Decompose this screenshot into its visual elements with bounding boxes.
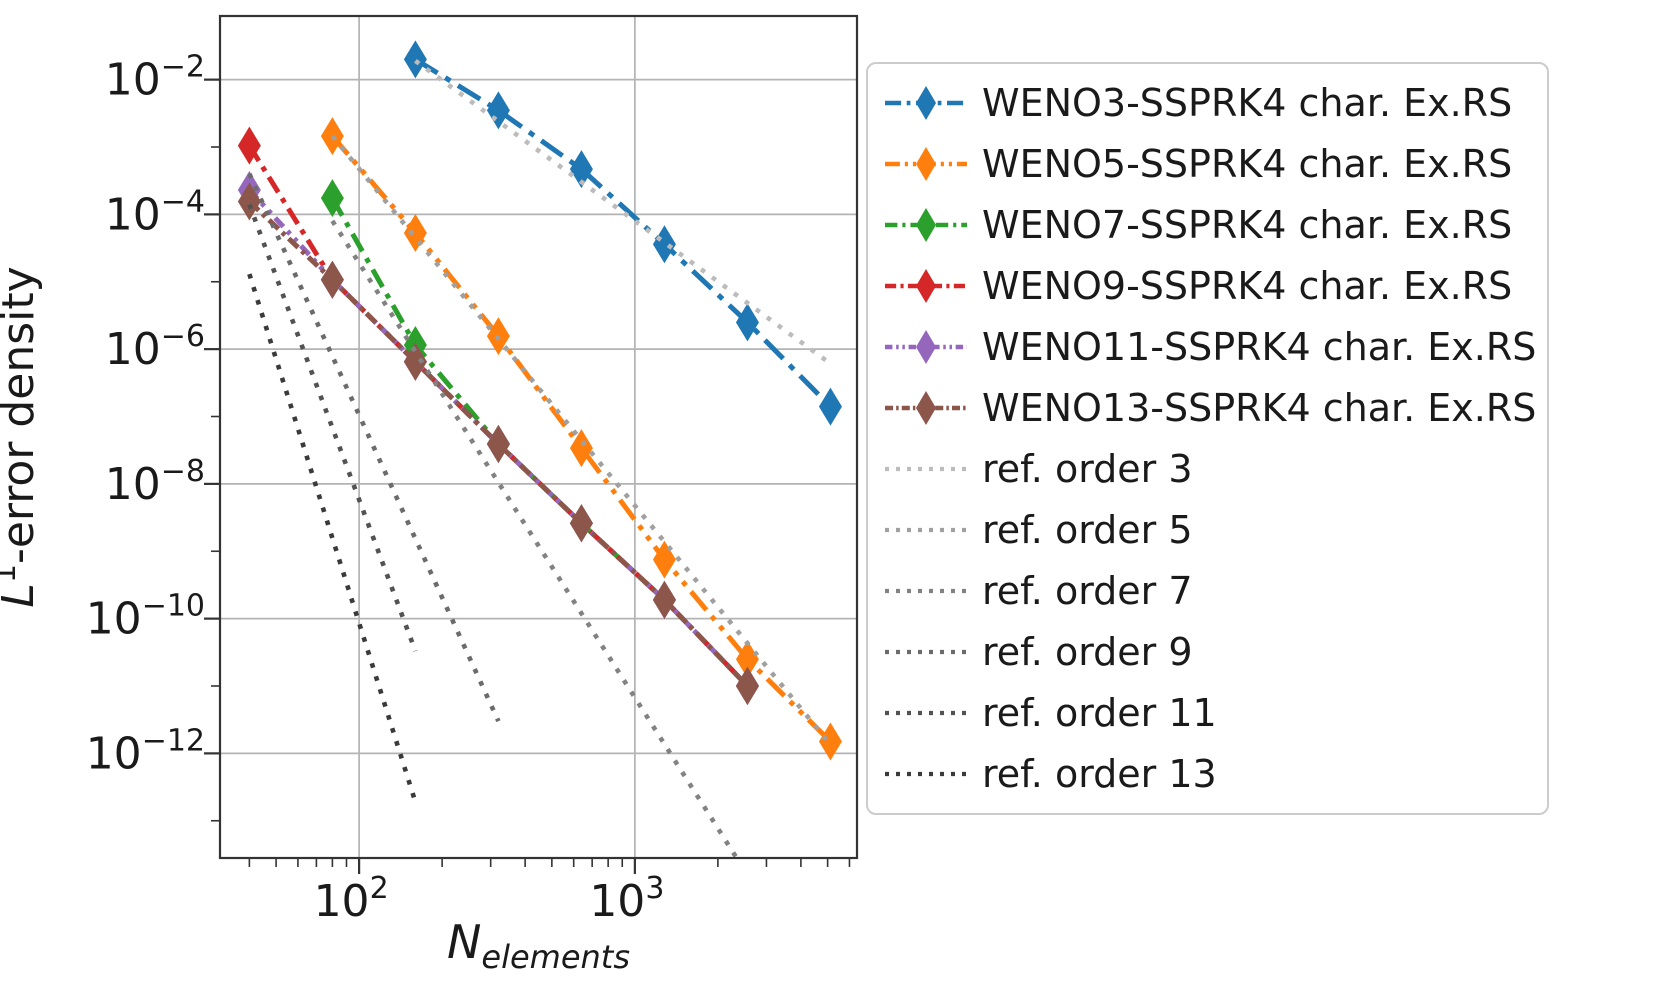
series-line-1 <box>414 57 833 409</box>
series-weno3-ssprk4-char-ex-rs <box>403 40 842 426</box>
series-sample-icon <box>885 329 967 364</box>
series-sample-icon <box>885 390 967 425</box>
x-tick-label-1e3: 103 <box>589 871 664 927</box>
legend-item-weno11-ssprk4-char-ex-rs: WENO11-SSPRK4 char. Ex.RS <box>882 317 1541 377</box>
legend: WENO3-SSPRK4 char. Ex.RS WENO5-SSPRK4 cha… <box>866 62 1549 815</box>
ref-sample-icon <box>885 711 967 716</box>
ref-line-order-11 <box>247 203 418 652</box>
legend-label: ref. order 13 <box>982 752 1217 797</box>
series-marker-6-5 <box>652 580 676 619</box>
ref-order-7 <box>330 219 739 860</box>
series-sample-icon <box>885 146 967 181</box>
legend-label: WENO3-SSPRK4 char. Ex.RS <box>982 80 1513 125</box>
series-marker-1-3 <box>652 225 676 264</box>
series-marker-2-5 <box>735 640 759 679</box>
axes-spines <box>218 14 859 860</box>
legend-item-ref-order-5: ref. order 5 <box>882 500 1541 560</box>
y-tick-label-1e-8: 10−8 <box>105 454 205 510</box>
series-marker-4-0 <box>237 126 261 165</box>
diamond-marker-icon <box>916 268 936 303</box>
series-sample-icon <box>885 207 967 242</box>
legend-label: WENO5-SSPRK4 char. Ex.RS <box>982 141 1513 186</box>
ref-line-order-7 <box>330 219 739 860</box>
y-tick-label-1e-6: 10−6 <box>105 319 205 375</box>
legend-label: ref. order 7 <box>982 569 1193 614</box>
series-sample-icon <box>885 268 967 303</box>
series-marker-6-4 <box>569 504 593 543</box>
legend-item-weno13-ssprk4-char-ex-rs: WENO13-SSPRK4 char. Ex.RS <box>882 378 1541 438</box>
series-marker-2-6 <box>818 722 842 761</box>
ref-sample-icon <box>885 527 967 533</box>
y-tick-label-1e-2: 10−2 <box>105 50 205 106</box>
ref-order-5 <box>330 134 833 747</box>
series-marker-6-3 <box>486 425 510 464</box>
legend-item-weno3-ssprk4-char-ex-rs: WENO3-SSPRK4 char. Ex.RS <box>882 73 1541 133</box>
legend-label: ref. order 3 <box>982 447 1193 491</box>
ref-sample-icon <box>885 589 967 594</box>
x-tick-label-1e2: 102 <box>314 871 389 927</box>
legend-item-ref-order-3: ref. order 3 <box>882 439 1541 499</box>
legend-item-ref-order-9: ref. order 9 <box>882 622 1541 682</box>
diamond-marker-icon <box>916 207 936 242</box>
ref-order-3 <box>414 58 832 366</box>
legend-label: ref. order 5 <box>982 508 1193 553</box>
series-sample-icon <box>885 85 967 120</box>
series-marker-6-6 <box>735 667 759 706</box>
series-marker-1-5 <box>818 387 842 426</box>
ref-order-9 <box>247 172 501 723</box>
series-marker-1-0 <box>403 40 427 79</box>
legend-item-weno9-ssprk4-char-ex-rs: WENO9-SSPRK4 char. Ex.RS <box>882 256 1541 316</box>
y-tick-label-1e-12: 10−12 <box>86 723 205 779</box>
diamond-marker-icon <box>916 390 936 425</box>
y-tick-label-1e-10: 10−10 <box>86 589 205 645</box>
diamond-marker-icon <box>916 146 936 181</box>
ref-line-order-9 <box>247 172 501 723</box>
series-marker-1-4 <box>735 303 759 342</box>
ref-line-order-3 <box>414 58 832 366</box>
ref-sample-icon <box>885 772 967 777</box>
legend-item-ref-order-11: ref. order 11 <box>882 683 1541 743</box>
legend-item-ref-order-13: ref. order 13 <box>882 744 1541 804</box>
legend-label: WENO13-SSPRK4 char. Ex.RS <box>982 385 1537 430</box>
ref-sample-icon <box>885 466 967 472</box>
ref-line-order-5 <box>330 134 833 747</box>
series-marker-6-1 <box>320 260 344 299</box>
y-tick-label-1e-4: 10−4 <box>105 184 205 240</box>
diamond-marker-icon <box>916 85 936 120</box>
legend-label: WENO7-SSPRK4 char. Ex.RS <box>982 202 1513 247</box>
series-marker-6-2 <box>403 342 427 381</box>
ticks <box>204 78 851 874</box>
diamond-marker-icon <box>916 329 936 364</box>
series-marker-2-3 <box>569 429 593 468</box>
y-axis-label: L1-error density <box>0 266 44 607</box>
series-weno13-ssprk4-char-ex-rs <box>237 182 759 706</box>
legend-item-ref-order-7: ref. order 7 <box>882 561 1541 621</box>
legend-item-weno5-ssprk4-char-ex-rs: WENO5-SSPRK4 char. Ex.RS <box>882 134 1541 194</box>
legend-item-weno7-ssprk4-char-ex-rs: WENO7-SSPRK4 char. Ex.RS <box>882 195 1541 255</box>
x-axis-label: Nelements <box>447 915 630 976</box>
series-marker-6-0 <box>237 182 261 221</box>
legend-label: WENO9-SSPRK4 char. Ex.RS <box>982 263 1513 308</box>
series-marker-1-2 <box>569 150 593 189</box>
series-marker-3-0 <box>320 179 344 218</box>
legend-label: WENO11-SSPRK4 char. Ex.RS <box>982 324 1537 369</box>
ref-sample-icon <box>885 650 967 655</box>
ref-order-11 <box>247 203 418 652</box>
legend-label: ref. order 11 <box>982 691 1217 736</box>
legend-label: ref. order 9 <box>982 630 1193 675</box>
